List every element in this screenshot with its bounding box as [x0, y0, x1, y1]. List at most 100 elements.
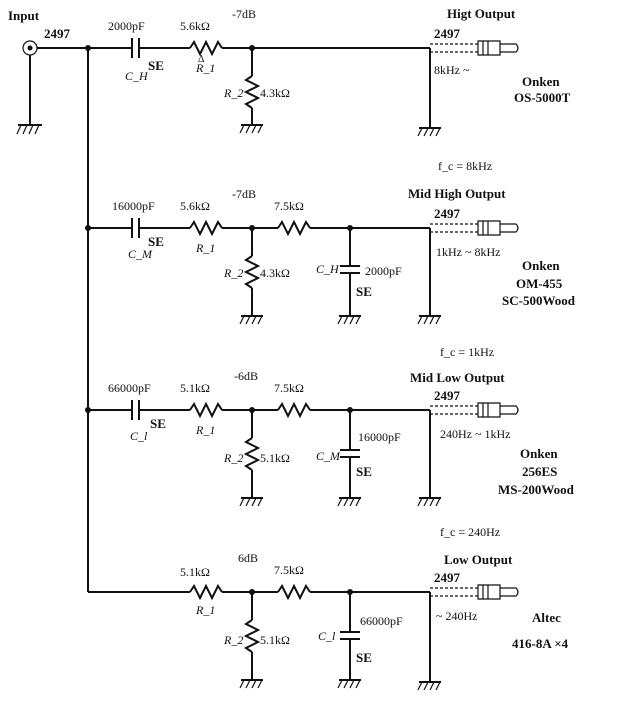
- ground-low-r2: [239, 679, 263, 689]
- output-label-high: Higt Output: [447, 6, 516, 21]
- resistor-r1-low: [189, 583, 223, 601]
- ground-mid-high-cap: [337, 315, 361, 325]
- atten-high: -7dB: [232, 7, 256, 21]
- branch-mid-high: [85, 218, 519, 325]
- ground-high-shield: [417, 127, 441, 137]
- branch-low: [88, 583, 519, 691]
- freq-range-high: 8kHz ~: [434, 63, 470, 77]
- r2-mid-low-value: 5.1kΩ: [260, 451, 290, 465]
- speaker-mid-low-maker: Onken: [520, 446, 558, 461]
- resistor-r1-mid-high: [189, 219, 223, 237]
- branch-mid-low: [85, 400, 519, 507]
- atten-mid-low: -6dB: [234, 369, 258, 383]
- freq-range-mid-high: 1kHz ~ 8kHz: [436, 245, 500, 259]
- r2-mid-high-name: R_2: [223, 266, 243, 280]
- speaker-mid-high-model: OM-455: [516, 276, 563, 291]
- resistor-r2-high: [243, 75, 261, 109]
- cap-mid-high-value: 16000pF: [112, 199, 155, 213]
- output-cable-high: 2497: [434, 26, 461, 41]
- series-mid-high-value: 7.5kΩ: [274, 199, 304, 213]
- r2-low-name: R_2: [223, 633, 243, 647]
- speaker-mid-high-enclosure: SC-500Wood: [502, 293, 576, 308]
- series-low-value: 7.5kΩ: [274, 563, 304, 577]
- shunt-cap-mid-high: [340, 265, 360, 274]
- output-label-mid-high: Mid High Output: [408, 186, 506, 201]
- shunt-cap-low-type: SE: [356, 650, 372, 665]
- output-plug-high: [477, 40, 519, 56]
- fc-mid-high: f_c = 8kHz: [438, 159, 492, 173]
- output-plug-mid-low: [477, 402, 519, 418]
- r1-high-name: R_1: [195, 61, 215, 75]
- ground-high-r2: [239, 124, 263, 134]
- output-cable-low: 2497: [434, 570, 461, 585]
- shunt-cap-mid-high-value: 2000pF: [365, 264, 402, 278]
- ground-mid-high-r2: [239, 315, 263, 325]
- cap-mid-low-type: SE: [150, 416, 166, 431]
- speaker-mid-high-maker: Onken: [522, 258, 560, 273]
- output-label-mid-low: Mid Low Output: [410, 370, 505, 385]
- output-label-low: Low Output: [444, 552, 513, 567]
- ground-mid-low-shield: [417, 497, 441, 507]
- input-label: Input: [8, 8, 40, 23]
- resistor-series-mid-high: [277, 219, 311, 237]
- r1-mid-high-value: 5.6kΩ: [180, 199, 210, 213]
- speaker-low-maker: Altec: [532, 610, 561, 625]
- series-mid-low-value: 7.5kΩ: [274, 381, 304, 395]
- resistor-r1-mid-low: [189, 401, 223, 419]
- atten-mid-high: -7dB: [232, 187, 256, 201]
- speaker-high-model: OS-5000T: [514, 90, 571, 105]
- shunt-cap-low-value: 66000pF: [360, 614, 403, 628]
- cap-mid-low: [131, 400, 140, 420]
- cap-high-name: C_H: [125, 69, 149, 83]
- ground-low-shield: [417, 681, 441, 691]
- cap-mid-low-name: C_l: [130, 429, 148, 443]
- r2-mid-high-value: 4.3kΩ: [260, 266, 290, 280]
- resistor-series-low: [277, 583, 311, 601]
- shunt-cap-mid-low-type: SE: [356, 464, 372, 479]
- resistor-r2-mid-high: [243, 255, 261, 289]
- r2-high-name: R_2: [223, 86, 243, 100]
- svg-text:Δ: Δ: [198, 54, 205, 65]
- fc-mid-low: f_c = 1kHz: [440, 345, 494, 359]
- ground-mid-high-shield: [417, 315, 441, 325]
- ground-mid-low-r2: [239, 497, 263, 507]
- r1-mid-high-name: R_1: [195, 241, 215, 255]
- ground-mid-low-cap: [337, 497, 361, 507]
- shunt-cap-mid-high-name: C_H: [316, 262, 340, 276]
- r1-low-value: 5.1kΩ: [180, 565, 210, 579]
- freq-range-mid-low: 240Hz ~ 1kHz: [440, 427, 510, 441]
- resistor-r2-mid-low: [243, 437, 261, 471]
- shunt-cap-mid-low-name: C_M: [316, 449, 341, 463]
- r1-high-value: 5.6kΩ: [180, 19, 210, 33]
- shunt-cap-low-name: C_l: [318, 629, 336, 643]
- atten-low: 6dB: [238, 551, 258, 565]
- shunt-cap-mid-low: [340, 449, 360, 458]
- input-cable-label: 2497: [44, 26, 71, 41]
- freq-range-low: ~ 240Hz: [436, 609, 477, 623]
- input-jack: [16, 40, 42, 135]
- speaker-mid-low-model: 256ES: [522, 464, 557, 479]
- cap-mid-high: [131, 218, 140, 238]
- cap-high-type: SE: [148, 58, 164, 73]
- branch-high: Δ: [88, 38, 519, 137]
- shunt-cap-mid-low-value: 16000pF: [358, 430, 401, 444]
- r1-mid-low-value: 5.1kΩ: [180, 381, 210, 395]
- resistor-r2-low: [243, 619, 261, 653]
- r2-mid-low-name: R_2: [223, 451, 243, 465]
- shunt-cap-mid-high-type: SE: [356, 284, 372, 299]
- output-plug-low: [477, 584, 519, 600]
- fc-low: f_c = 240Hz: [440, 525, 500, 539]
- r2-high-value: 4.3kΩ: [260, 86, 290, 100]
- r1-low-name: R_1: [195, 603, 215, 617]
- cap-mid-high-type: SE: [148, 234, 164, 249]
- speaker-high-maker: Onken: [522, 74, 560, 89]
- resistor-series-mid-low: [277, 401, 311, 419]
- output-cable-mid-high: 2497: [434, 206, 461, 221]
- resistor-r1-high: [189, 39, 223, 57]
- ground-low-cap: [337, 679, 361, 689]
- output-plug-mid-high: [477, 220, 519, 236]
- r1-mid-low-name: R_1: [195, 423, 215, 437]
- r2-low-value: 5.1kΩ: [260, 633, 290, 647]
- cap-high-value: 2000pF: [108, 19, 145, 33]
- cap-mid-low-value: 66000pF: [108, 381, 151, 395]
